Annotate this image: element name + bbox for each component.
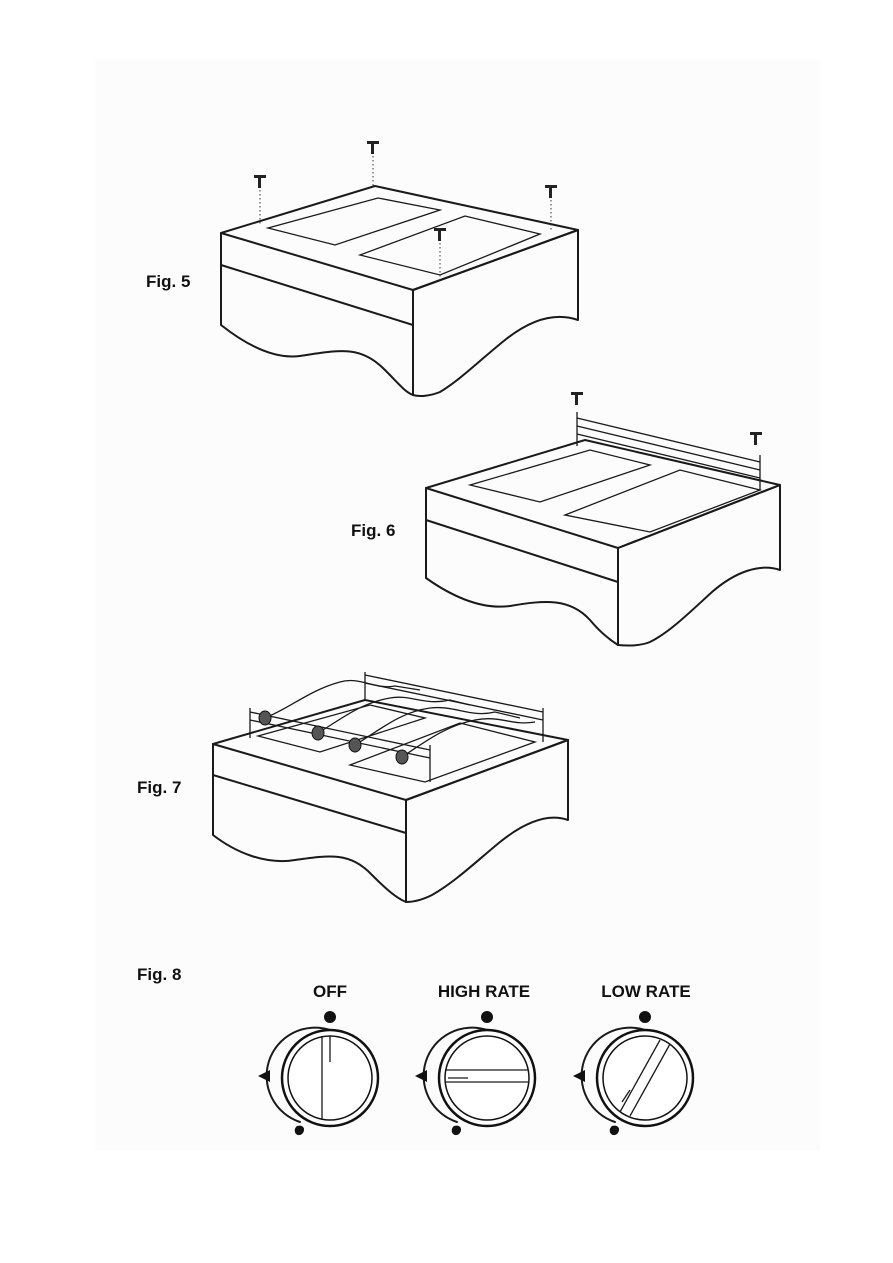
fig5-cooktop-diagram (221, 141, 578, 396)
knob-high-rate (415, 1011, 535, 1135)
screw-icon (254, 175, 266, 226)
screw-icon (434, 228, 446, 280)
screw-icon (750, 432, 762, 445)
fig6-label: Fig. 6 (351, 521, 395, 541)
screw-icon (367, 141, 379, 188)
fig7-cooktop-diagram (213, 672, 568, 902)
fig7-label: Fig. 7 (137, 778, 181, 798)
knob-label-high-rate: HIGH RATE (409, 982, 559, 1002)
knob-low-rate (573, 1011, 693, 1135)
fig5-label: Fig. 5 (146, 272, 190, 292)
fig8-label: Fig. 8 (137, 965, 181, 985)
knob-label-off: OFF (255, 982, 405, 1002)
knob-off (258, 1011, 378, 1135)
screw-icon (571, 392, 583, 405)
knob-label-low-rate: LOW RATE (571, 982, 721, 1002)
fig6-cooktop-diagram (426, 392, 780, 646)
